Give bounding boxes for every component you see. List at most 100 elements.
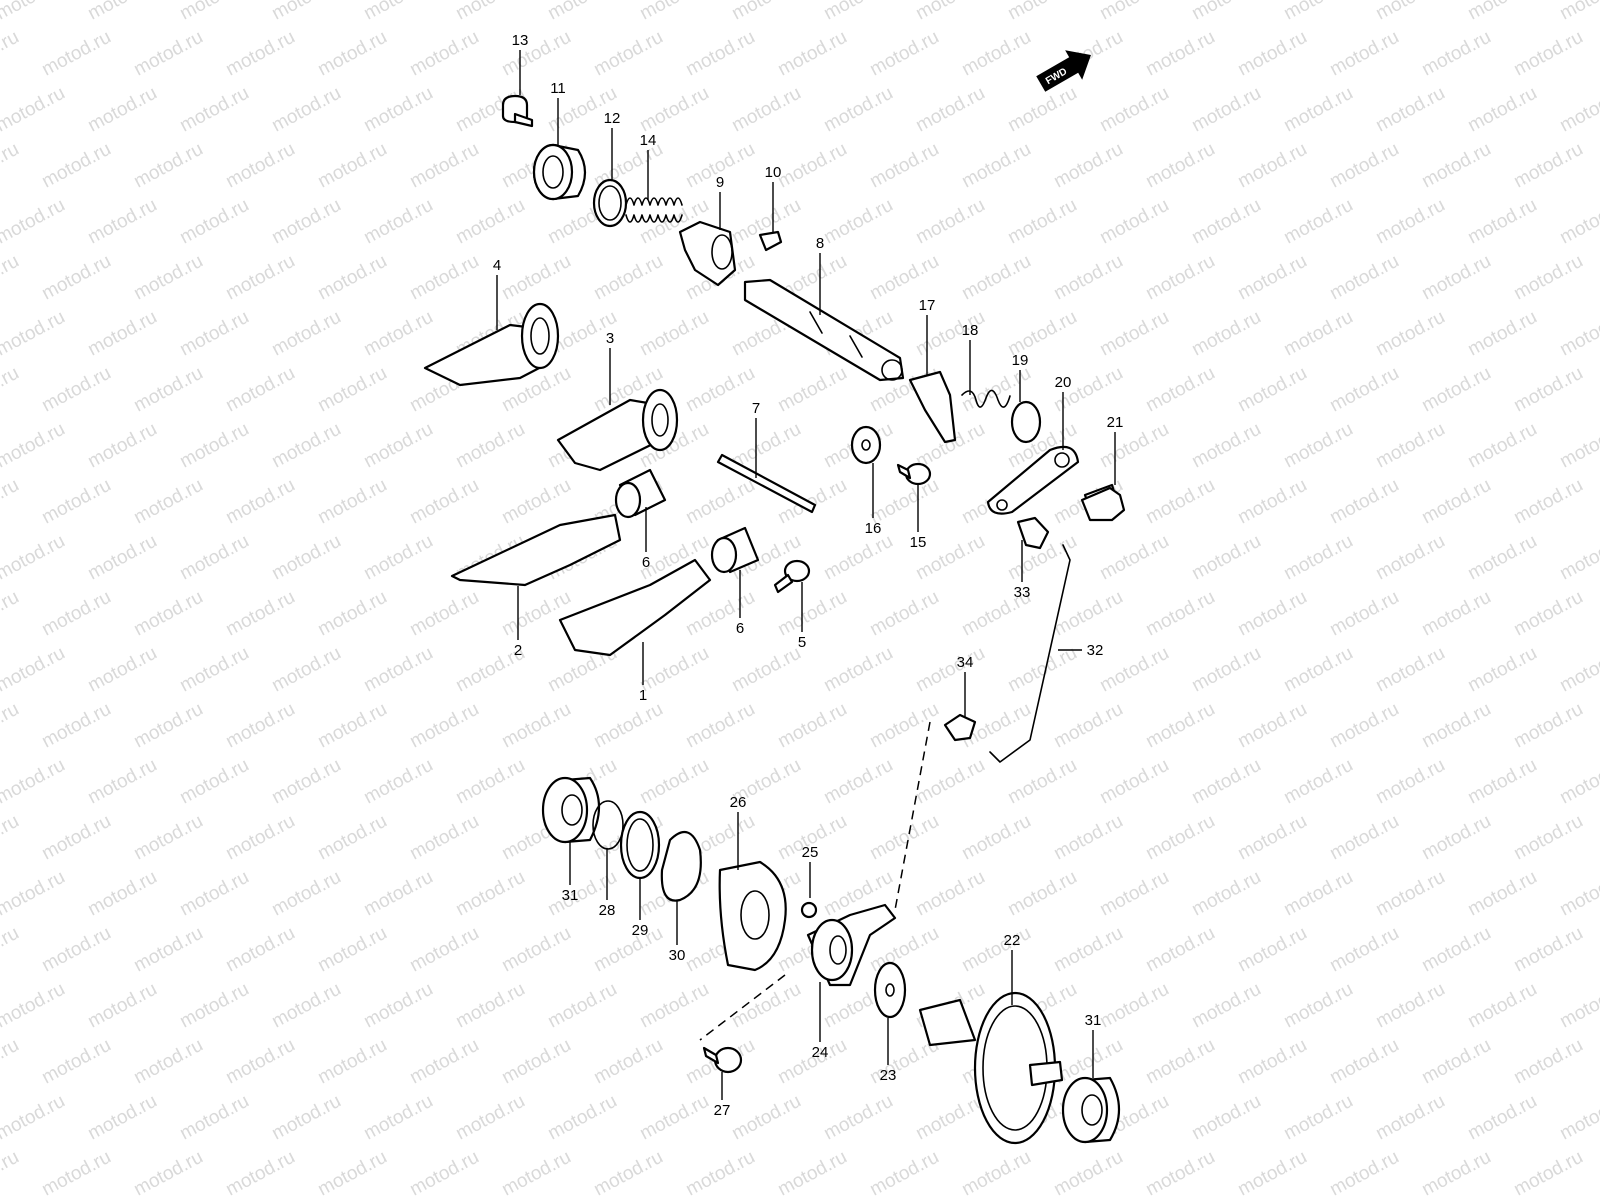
part-31-bearing-left <box>541 776 600 844</box>
watermark-text: motod.ru <box>84 979 160 1033</box>
part-10-pin <box>758 230 783 252</box>
watermark-text: motod.ru <box>1050 811 1126 865</box>
watermark-text: motod.ru <box>222 699 298 753</box>
watermark-text: motod.ru <box>636 755 712 809</box>
watermark-text: motod.ru <box>774 139 850 193</box>
watermark-text: motod.ru <box>406 699 482 753</box>
watermark-text: motod.ru <box>820 531 896 585</box>
watermark-text: motod.ru <box>314 1147 390 1200</box>
callout-23: 23 <box>880 1067 897 1084</box>
watermark-text: motod.ru <box>912 83 988 137</box>
watermark-text: motod.ru <box>636 643 712 697</box>
watermark-text: motod.ru <box>1326 475 1402 529</box>
watermark-text: motod.ru <box>130 139 206 193</box>
callout-9: 9 <box>716 174 724 191</box>
watermark-text: motod.ru <box>1510 27 1586 81</box>
watermark-text: motod.ru <box>84 531 160 585</box>
watermark-text: motod.ru <box>176 307 252 361</box>
watermark-text: motod.ru <box>1096 307 1172 361</box>
watermark-text: motod.ru <box>176 643 252 697</box>
watermark-text: motod.ru <box>222 251 298 305</box>
watermark-text: motod.ru <box>1234 251 1310 305</box>
watermark-text: motod.ru <box>452 0 528 24</box>
callout-11: 11 <box>550 80 566 97</box>
watermark-text: motod.ru <box>1234 699 1310 753</box>
watermark-text: motod.ru <box>314 1035 390 1089</box>
watermark-text: motod.ru <box>452 979 528 1033</box>
watermark-text: motod.ru <box>130 699 206 753</box>
watermark-text: motod.ru <box>176 83 252 137</box>
watermark-text: motod.ru <box>176 195 252 249</box>
watermark-text: motod.ru <box>1050 1147 1126 1200</box>
watermark-text: motod.ru <box>1188 531 1264 585</box>
callout-24: 24 <box>812 1044 829 1061</box>
callout-19: 19 <box>1012 352 1029 369</box>
linkage-line-lower <box>699 974 786 1041</box>
watermark-text: motod.ru <box>544 1091 620 1145</box>
callout-18: 18 <box>962 322 979 339</box>
watermark-text: motod.ru <box>1464 755 1540 809</box>
watermark-text: motod.ru <box>268 1091 344 1145</box>
watermark-text: motod.ru <box>268 867 344 921</box>
callout-14: 14 <box>640 132 657 149</box>
watermark-text: motod.ru <box>1234 139 1310 193</box>
part-1-valve-blade <box>558 558 712 657</box>
watermark-text: motod.ru <box>1372 307 1448 361</box>
watermark-text: motod.ru <box>1142 811 1218 865</box>
watermark-text: motod.ru <box>1556 83 1600 137</box>
callout-31b: 31 <box>1085 1012 1102 1029</box>
watermark-text: motod.ru <box>1464 979 1540 1033</box>
watermark-text: motod.ru <box>774 699 850 753</box>
watermark-text: motod.ru <box>1280 755 1356 809</box>
watermark-text: motod.ru <box>958 251 1034 305</box>
watermark-text: motod.ru <box>728 643 804 697</box>
part-30-seal <box>660 830 702 902</box>
watermark-text: motod.ru <box>38 27 114 81</box>
watermark-text: motod.ru <box>1556 0 1600 24</box>
watermark-text: motod.ru <box>314 363 390 417</box>
part-6-bush-upper <box>614 468 667 519</box>
watermark-text: motod.ru <box>1280 307 1356 361</box>
part-7-rod <box>716 453 817 514</box>
watermark-text: motod.ru <box>1004 867 1080 921</box>
watermark-text: motod.ru <box>1326 139 1402 193</box>
watermark-text: motod.ru <box>1280 643 1356 697</box>
watermark-text: motod.ru <box>1280 531 1356 585</box>
watermark-text: motod.ru <box>1556 1091 1600 1145</box>
watermark-text: motod.ru <box>84 195 160 249</box>
watermark-text: motod.ru <box>1464 419 1540 473</box>
watermark-text: motod.ru <box>820 1091 896 1145</box>
watermark-text: motod.ru <box>130 811 206 865</box>
watermark-text: motod.ru <box>314 475 390 529</box>
watermark-text: motod.ru <box>1142 699 1218 753</box>
watermark-text: motod.ru <box>406 139 482 193</box>
part-19-collar <box>1010 400 1042 444</box>
watermark-text: motod.ru <box>222 363 298 417</box>
watermark-text: motod.ru <box>1004 643 1080 697</box>
watermark-text: motod.ru <box>0 27 23 81</box>
watermark-text: motod.ru <box>0 139 23 193</box>
watermark-text: motod.ru <box>222 1147 298 1200</box>
watermark-text: motod.ru <box>84 0 160 24</box>
watermark-text: motod.ru <box>1096 755 1172 809</box>
watermark-text: motod.ru <box>958 27 1034 81</box>
watermark-text: motod.ru <box>176 419 252 473</box>
watermark-text: motod.ru <box>1510 1147 1586 1200</box>
watermark-text: motod.ru <box>498 587 574 641</box>
watermark-text: motod.ru <box>1372 195 1448 249</box>
watermark-text: motod.ru <box>1418 587 1494 641</box>
part-34-clip <box>943 713 977 742</box>
part-22-gear <box>918 991 1064 1145</box>
watermark-text: motod.ru <box>268 0 344 24</box>
part-27-screw <box>702 1046 743 1074</box>
watermark-text: motod.ru <box>958 1147 1034 1200</box>
watermark-text: motod.ru <box>1372 1091 1448 1145</box>
part-8-shaft <box>743 278 905 382</box>
watermark-text: motod.ru <box>1326 587 1402 641</box>
watermark-text: motod.ru <box>1326 699 1402 753</box>
watermark-text: motod.ru <box>728 1091 804 1145</box>
watermark-text: motod.ru <box>314 923 390 977</box>
watermark-text: motod.ru <box>498 251 574 305</box>
watermark-text: motod.ru <box>1510 139 1586 193</box>
